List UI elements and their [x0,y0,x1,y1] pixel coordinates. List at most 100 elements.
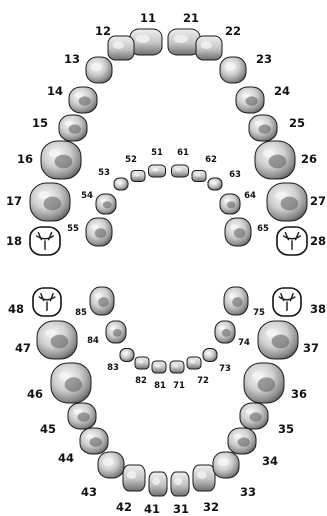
tooth-label-33: 33 [240,485,256,499]
tooth-label-47: 47 [15,341,31,355]
tooth-label-42: 42 [116,500,132,514]
tooth-34 [228,428,256,454]
tooth-label-54: 54 [81,191,93,201]
tooth-82 [135,357,149,369]
tooth-label-75: 75 [253,308,265,318]
tooth-label-16: 16 [17,152,33,166]
tooth-label-48: 48 [8,302,24,316]
tooth-85 [90,287,114,315]
tooth-label-53: 53 [98,168,110,178]
tooth-15 [59,115,87,141]
tooth-label-21: 21 [183,11,199,25]
tooth-23 [220,57,246,83]
tooth-label-64: 64 [244,191,256,201]
tooth-label-44: 44 [58,451,74,465]
tooth-label-84: 84 [87,336,99,346]
tooth-41 [149,472,167,496]
tooth-label-22: 22 [225,24,241,38]
tooth-label-31: 31 [173,502,189,516]
tooth-31 [171,472,189,496]
tooth-26 [255,141,295,179]
tooth-label-74: 74 [238,338,250,348]
tooth-74 [215,321,235,343]
tooth-label-24: 24 [274,84,290,98]
tooth-label-62: 62 [205,155,217,165]
tooth-55 [86,218,112,246]
tooth-label-36: 36 [291,387,307,401]
tooth-84 [106,321,126,343]
tooth-label-25: 25 [289,116,305,130]
tooth-43 [98,452,124,478]
labels-layer: 1112131415161718212223242526272851525354… [6,11,326,516]
tooth-label-11: 11 [140,11,156,25]
tooth-62 [192,171,206,182]
tooth-13 [86,57,112,83]
tooth-48 [33,288,61,316]
tooth-54 [96,194,116,214]
tooth-53 [114,178,128,190]
tooth-65 [225,218,251,246]
tooth-24 [236,87,264,113]
tooth-61 [172,165,189,177]
teeth-layer [30,29,307,496]
tooth-32 [193,465,215,491]
tooth-38 [273,288,301,316]
tooth-37 [258,321,298,359]
tooth-36 [244,363,284,403]
tooth-72 [187,357,201,369]
tooth-label-46: 46 [27,387,43,401]
tooth-label-52: 52 [125,155,137,165]
tooth-46 [51,363,91,403]
tooth-33 [213,452,239,478]
tooth-label-82: 82 [135,376,147,386]
tooth-label-43: 43 [81,485,97,499]
tooth-label-63: 63 [229,170,241,180]
tooth-label-28: 28 [310,234,326,248]
tooth-83 [120,349,134,362]
tooth-label-55: 55 [67,224,79,234]
tooth-label-12: 12 [95,24,111,38]
tooth-label-37: 37 [303,341,319,355]
tooth-27 [267,183,307,221]
tooth-42 [123,465,145,491]
tooth-label-45: 45 [40,422,56,436]
tooth-63 [208,178,222,190]
tooth-51 [149,165,166,177]
tooth-52 [131,171,145,182]
tooth-14 [69,87,97,113]
tooth-label-18: 18 [6,234,22,248]
tooth-81 [152,361,166,373]
tooth-71 [170,361,184,373]
tooth-21 [168,29,200,55]
tooth-label-83: 83 [107,363,119,373]
tooth-label-15: 15 [32,116,48,130]
tooth-45 [68,403,96,429]
tooth-label-41: 41 [144,502,160,516]
tooth-22 [196,36,222,60]
tooth-label-85: 85 [75,308,87,318]
tooth-12 [108,36,134,60]
tooth-64 [220,194,240,214]
tooth-18 [30,227,60,255]
tooth-75 [224,287,248,315]
tooth-label-38: 38 [310,302,326,316]
tooth-label-72: 72 [197,376,209,386]
tooth-35 [240,403,268,429]
tooth-73 [203,349,217,362]
tooth-label-32: 32 [203,500,219,514]
tooth-label-61: 61 [177,148,189,158]
tooth-28 [277,227,307,255]
tooth-label-65: 65 [257,224,269,234]
tooth-11 [130,29,162,55]
tooth-label-81: 81 [154,381,166,391]
tooth-16 [41,141,81,179]
tooth-47 [37,321,77,359]
tooth-label-71: 71 [173,381,185,391]
tooth-label-13: 13 [64,52,80,66]
tooth-label-26: 26 [301,152,317,166]
tooth-44 [80,428,108,454]
tooth-label-17: 17 [6,194,22,208]
tooth-label-27: 27 [310,194,326,208]
tooth-label-35: 35 [278,422,294,436]
